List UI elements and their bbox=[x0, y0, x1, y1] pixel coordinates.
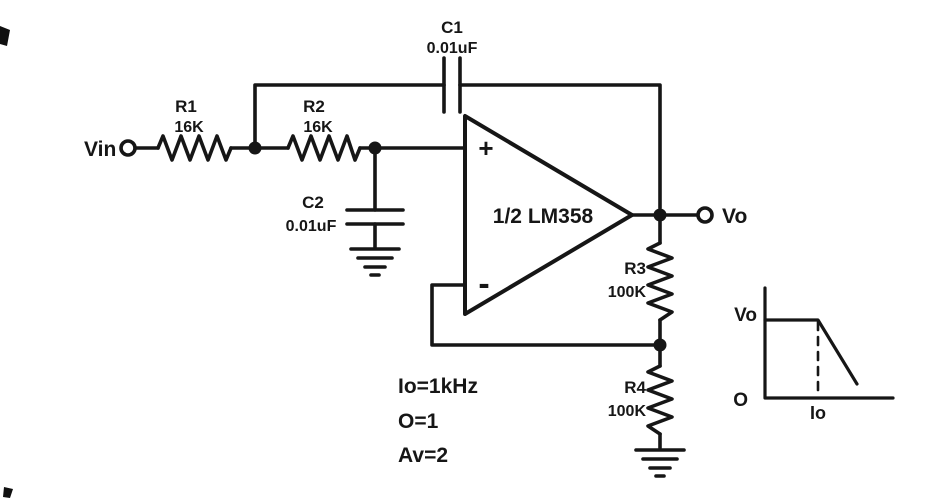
opamp-minus-input-label: - bbox=[478, 265, 489, 303]
annotation-q-factor: O=1 bbox=[398, 410, 439, 433]
junction-dots bbox=[248, 141, 667, 352]
opamp-part-label: 1/2 LM358 bbox=[493, 205, 594, 228]
r4-value-label: 100K bbox=[608, 403, 647, 420]
junction-node1 bbox=[248, 141, 262, 155]
vin-label: Vin bbox=[84, 138, 116, 161]
annotation-cutoff-frequency: Io=1kHz bbox=[398, 375, 478, 398]
graph-origin-label: O bbox=[733, 390, 748, 411]
resistor-r1 bbox=[156, 134, 233, 162]
r3-value-label: 100K bbox=[608, 284, 647, 301]
wire-c1-to-output bbox=[458, 83, 662, 210]
graph-x-tick-label: Io bbox=[810, 403, 826, 423]
resistor-r3 bbox=[646, 241, 674, 322]
wire-node1-to-c1 bbox=[253, 83, 446, 150]
graph-y-axis-label: Vo bbox=[734, 305, 757, 326]
c2-value-label: 0.01uF bbox=[286, 218, 337, 235]
c2-name-label: C2 bbox=[302, 193, 324, 212]
scan-artifact-top-left bbox=[0, 26, 10, 46]
graph-axes bbox=[763, 286, 895, 400]
opamp-plus-input-label: + bbox=[478, 133, 493, 163]
junction-divider bbox=[653, 338, 667, 352]
r2-name-label: R2 bbox=[303, 97, 325, 116]
frequency-response-graph bbox=[763, 286, 895, 400]
r2-value-label: 16K bbox=[303, 119, 333, 136]
r4-name-label: R4 bbox=[624, 378, 646, 397]
scan-artifact-bottom-left bbox=[3, 487, 13, 498]
junction-node2 bbox=[368, 141, 382, 155]
resistor-r4 bbox=[646, 364, 674, 436]
wire-feedback-to-minus bbox=[430, 283, 662, 347]
graph-response-curve bbox=[763, 318, 859, 386]
ground-symbol-c2 bbox=[349, 247, 401, 277]
ground-symbol-r4 bbox=[634, 448, 686, 478]
annotation-gain: Av=2 bbox=[398, 444, 448, 467]
terminal-vin bbox=[119, 139, 137, 157]
opamp-triangle bbox=[463, 114, 634, 316]
c1-name-label: C1 bbox=[441, 18, 463, 37]
c1-value-label: 0.01uF bbox=[427, 40, 478, 57]
r1-name-label: R1 bbox=[175, 97, 197, 116]
r1-value-label: 16K bbox=[174, 119, 204, 136]
scan-artifacts bbox=[0, 26, 13, 498]
terminal-vo bbox=[696, 206, 714, 224]
resistor-r2 bbox=[286, 134, 362, 162]
r3-name-label: R3 bbox=[624, 259, 646, 278]
junction-output bbox=[653, 208, 667, 222]
vo-label: Vo bbox=[722, 205, 747, 228]
